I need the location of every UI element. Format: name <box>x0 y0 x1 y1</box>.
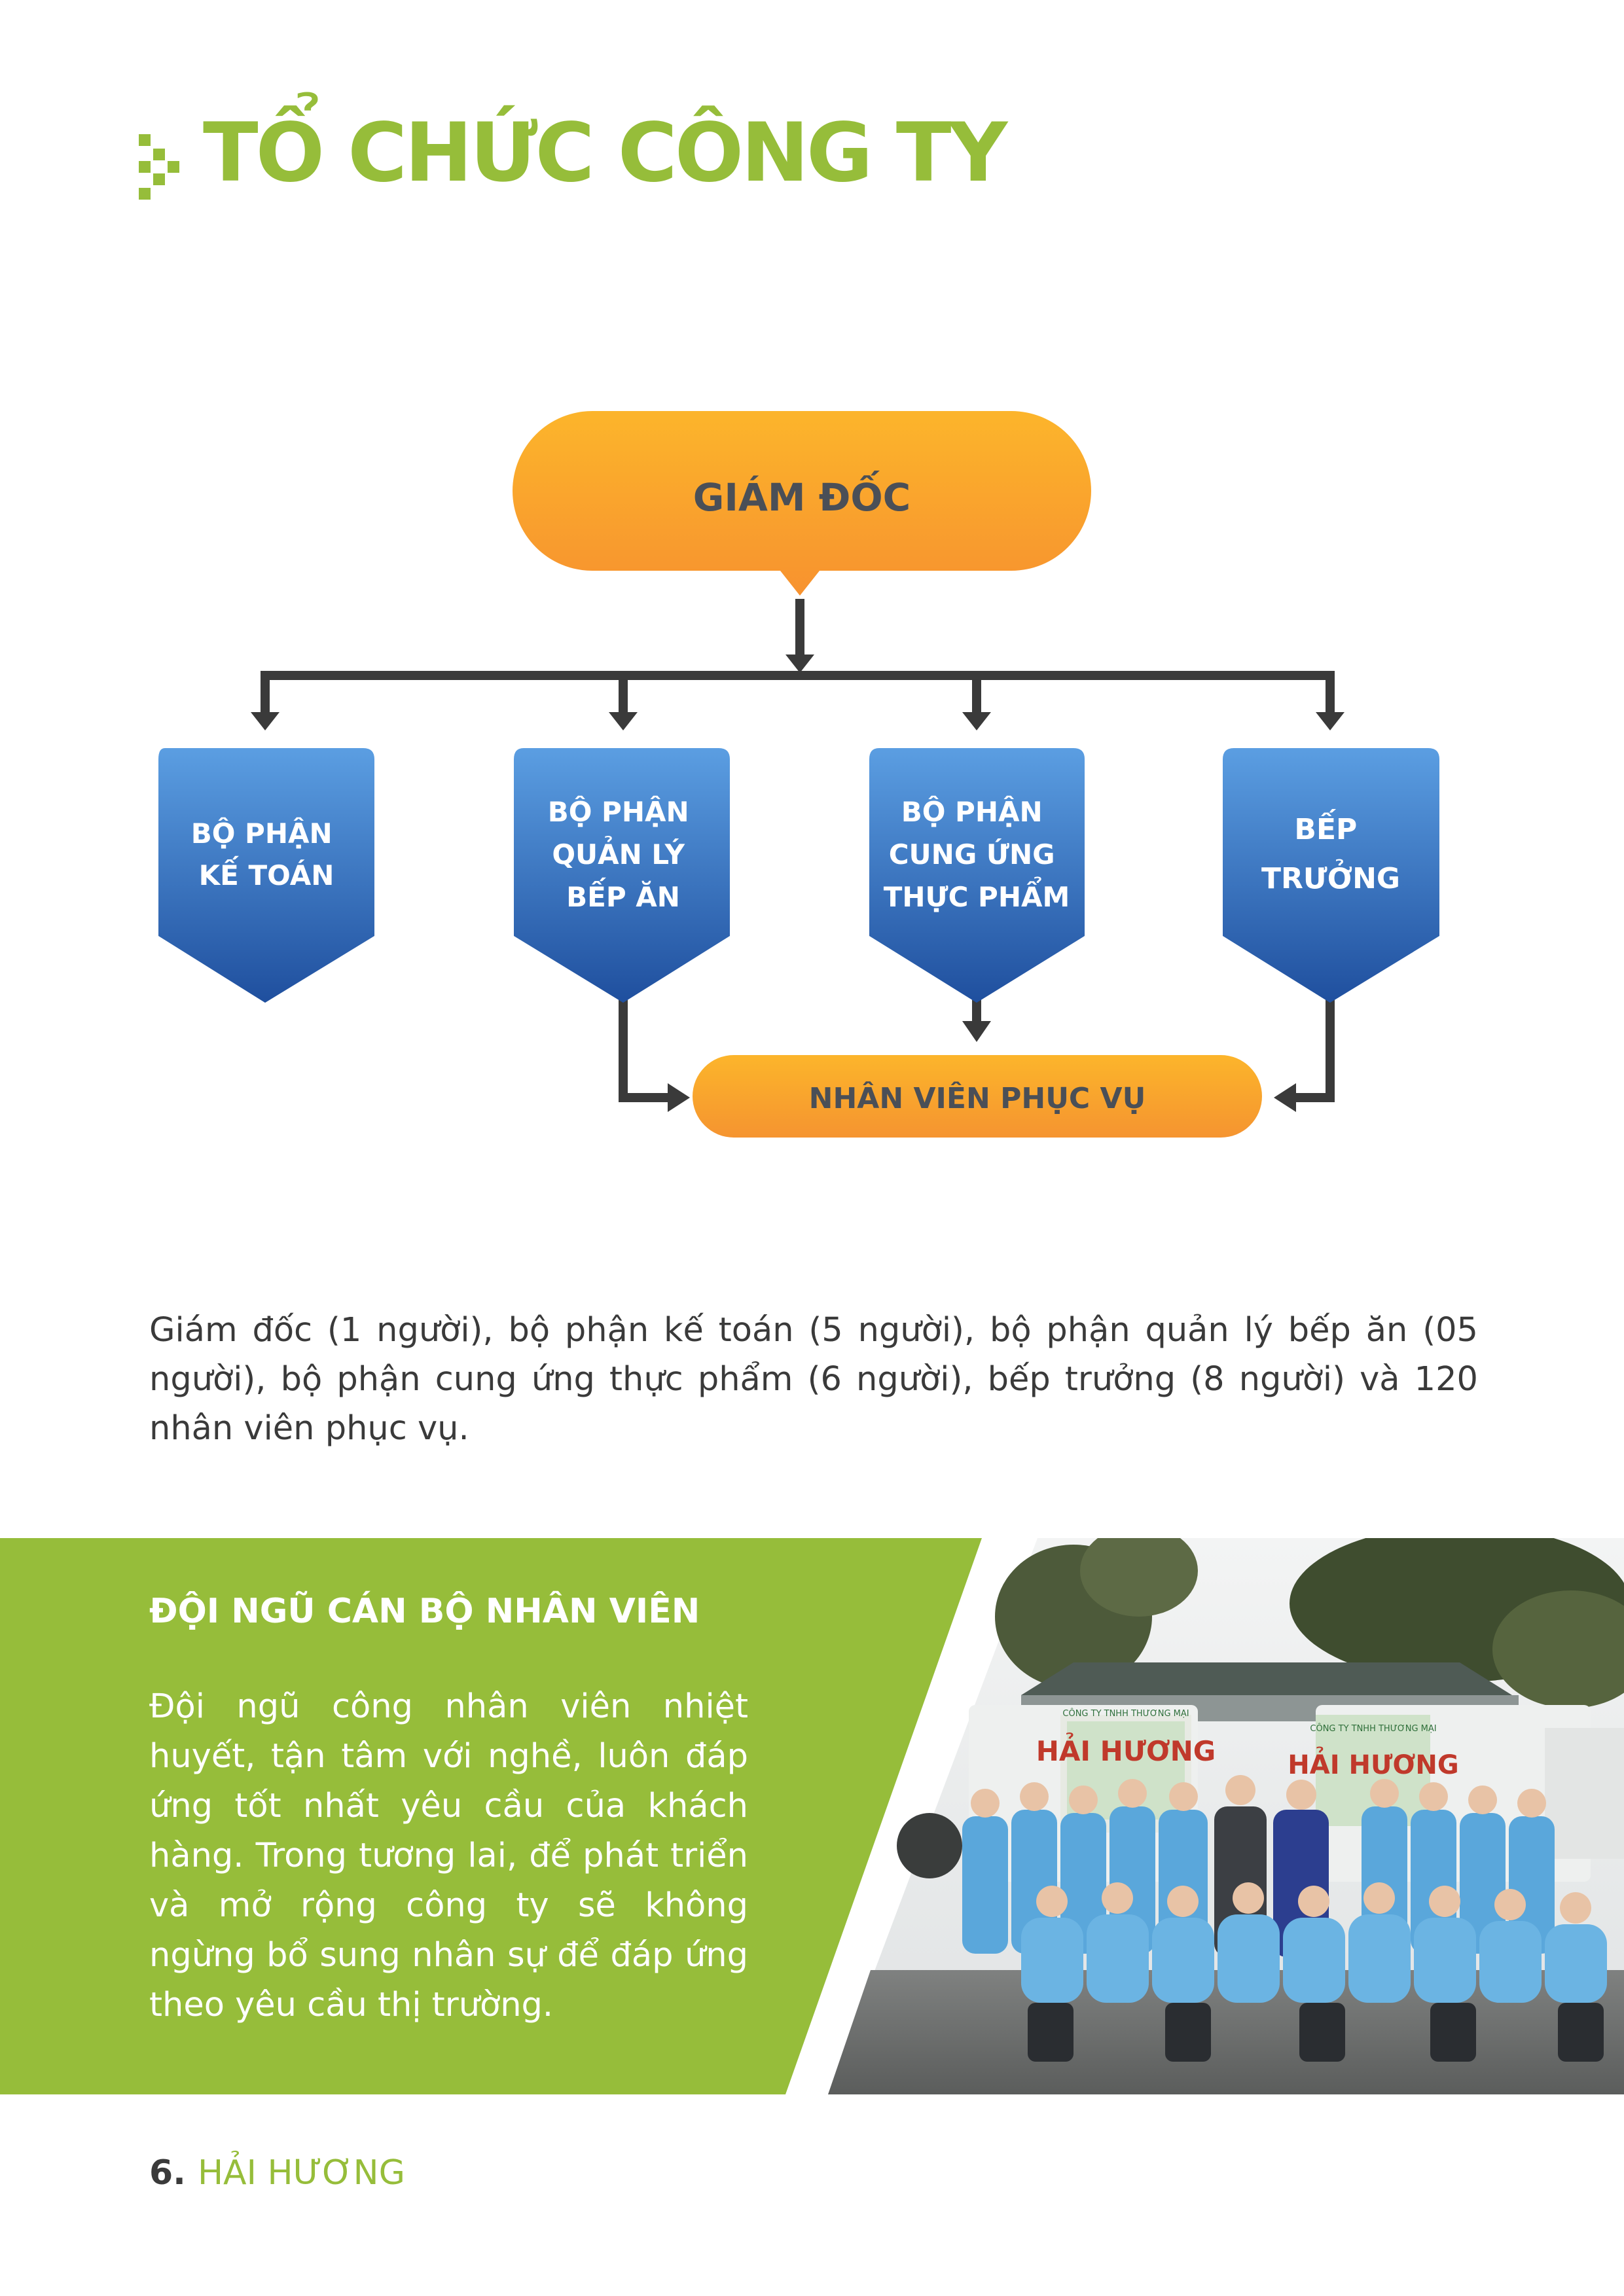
department-label-line: TRƯỞNG <box>1261 858 1400 895</box>
department-label-line: THỰC PHẨM <box>884 876 1070 913</box>
department-label-line: QUẢN LÝ <box>552 835 685 870</box>
service-staff-node: NHÂN VIÊN PHỤC VỤ <box>693 1055 1262 1138</box>
department-node-kitchen-management: BỘ PHẬN QUẢN LÝ BẾP ĂN <box>514 748 730 1003</box>
staff-section: CÔNG TY TNHH THƯƠNG MẠI HẢI HƯƠNG CÔNG T… <box>0 1538 1624 2094</box>
department-label-line: KẾ TOÁN <box>199 855 334 891</box>
staff-photo: CÔNG TY TNHH THƯƠNG MẠI HẢI HƯƠNG CÔNG T… <box>828 1538 1624 2094</box>
footer-company: HẢI HƯƠNG <box>197 2153 405 2193</box>
org-connectors <box>261 599 1335 1102</box>
department-node-head-chef: BẾP TRƯỞNG <box>1223 748 1439 1003</box>
department-label-line: BẾP ĂN <box>566 877 680 913</box>
svg-text:BỘ PHẬN KẾ TOÁN: BỘ PHẬN KẾ TOÁN <box>191 817 342 891</box>
service-staff-label: NHÂN VIÊN PHỤC VỤ <box>809 1081 1146 1115</box>
staff-panel <box>0 1538 982 2094</box>
director-node: GIÁM ĐỐC <box>513 411 1091 596</box>
department-label-line: BẾP <box>1294 808 1357 846</box>
svg-text:BỘ PHẬN CUNG ỨNG T: BỘ PHẬN CUNG ỨNG THỰC PHẨM <box>884 795 1070 913</box>
footer: 6. HẢI HƯƠNG <box>149 2153 405 2193</box>
director-label: GIÁM ĐỐC <box>693 470 911 520</box>
van-sign-text: CÔNG TY TNHH THƯƠNG MẠI <box>1310 1723 1436 1734</box>
org-chart: GIÁM ĐỐC BỘ PHẬN KẾ TOÁN BỘ PHẬN QUẢN LÝ… <box>158 411 1439 1138</box>
department-label-line: BỘ PHẬN <box>191 817 333 850</box>
van-brand-text: HẢI HƯƠNG <box>1288 1746 1458 1780</box>
page-number: 6. <box>149 2153 186 2193</box>
staff-body: Đội ngũ công nhân viên nhiệt huyết, tận … <box>149 1687 748 2024</box>
staff-group <box>962 1775 1607 2062</box>
svg-text:BẾP TRƯỞNG: BẾP TRƯỞNG <box>1261 808 1400 895</box>
department-node-food-supply: BỘ PHẬN CUNG ỨNG THỰC PHẨM <box>869 748 1085 1003</box>
department-label-line: CUNG ỨNG <box>889 838 1055 870</box>
title-bullet-icon <box>139 134 179 200</box>
svg-text:BỘ PHẬN QUẢN LÝ BẾ: BỘ PHẬN QUẢN LÝ BẾP ĂN <box>548 795 699 913</box>
org-arrowheads <box>251 655 1344 1112</box>
staff-heading: ĐỘI NGŨ CÁN BỘ NHÂN VIÊN <box>149 1592 700 1631</box>
department-label-line: BỘ PHẬN <box>901 795 1043 828</box>
org-description: Giám đốc (1 người), bộ phận kế toán (5 n… <box>149 1311 1478 1448</box>
department-node-accounting: BỘ PHẬN KẾ TOÁN <box>158 748 374 1003</box>
department-label-line: BỘ PHẬN <box>548 795 689 828</box>
van-brand-text: HẢI HƯƠNG <box>1036 1732 1216 1767</box>
page-title: TỔ CHỨC CÔNG TY <box>203 106 1007 200</box>
van-sign-text: CÔNG TY TNHH THƯƠNG MẠI <box>1062 1708 1189 1719</box>
